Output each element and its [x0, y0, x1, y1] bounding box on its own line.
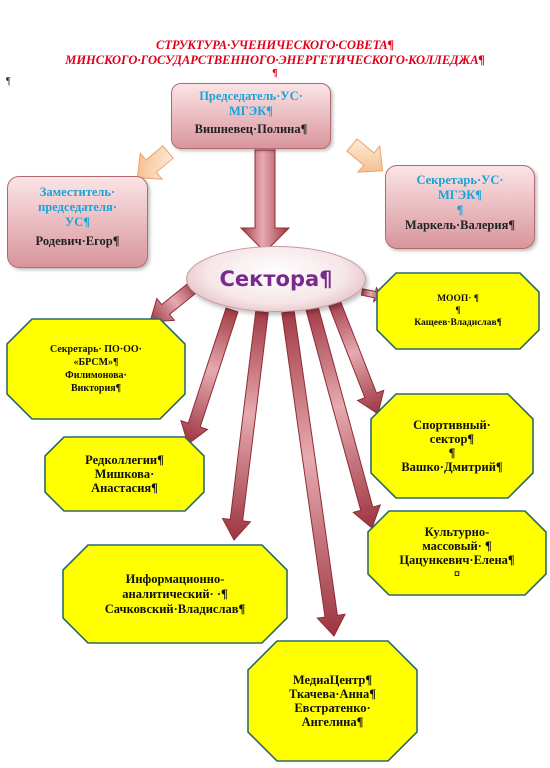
sector-sport-line: ¶: [448, 446, 456, 460]
deputy-role-line3: УС¶: [65, 215, 90, 229]
sector-cultural-line: Культурно-: [424, 525, 490, 539]
secretary-role-line1: Секретарь·УС·: [416, 173, 504, 187]
sector-cultural-line: Цацункевич·Елена¶: [399, 553, 515, 567]
chairman-role-line1: Председатель·УС·: [199, 89, 303, 103]
sector-moop-line: Кащеев·Владислав¶: [414, 318, 502, 328]
sector-sport-line: Вашко·Дмитрий¶: [401, 460, 503, 474]
sector-cultural-line: ¤: [453, 567, 461, 581]
arrow-to-analytics: [221, 310, 269, 541]
sector-cultural-box: Культурно-массовый· ¶Цацункевич·Елена¶¤: [367, 510, 547, 596]
arrow-to-editorial: [180, 307, 239, 445]
title-line-1: СТРУКТУРА·УЧЕНИЧЕСКОГО·СОВЕТА¶: [155, 38, 395, 52]
sector-editorial-box: Редколлегии¶Мишкова·Анастасия¶: [44, 436, 205, 512]
sector-analytics-box: Информационно-аналитический· ·¶Сачковски…: [62, 544, 288, 644]
sector-mediacenter-line: Ангелина¶: [301, 715, 364, 729]
arrow-chairman-to-sectors: [239, 149, 291, 253]
sector-moop-line: ¶: [455, 306, 461, 316]
secretary-box: Секретарь·УС· МГЭК¶ ¶ Маркель·Валерия¶: [385, 165, 535, 249]
sector-editorial-line: Мишкова·: [94, 467, 155, 481]
chairman-role-line2: МГЭК¶: [228, 104, 274, 118]
sector-mediacenter-line: Евстратенко·: [294, 701, 371, 715]
sector-analytics-line: Сачковский·Владислав¶: [104, 601, 246, 616]
sector-brsm-line: Виктория¶: [70, 383, 122, 394]
sector-moop-box: МООП· ¶ ¶ Кащеев·Владислав¶: [376, 272, 540, 350]
deputy-role-line2: председателя·: [38, 200, 117, 214]
deputy-name: Родевич·Егор¶: [35, 234, 120, 248]
secretary-name: Маркель·Валерия¶: [404, 218, 516, 232]
arrow-to-sport: [327, 299, 385, 415]
chairman-name: Вишневец·Полина¶: [194, 122, 308, 136]
sector-cultural-line: массовый· ¶: [422, 539, 492, 553]
octagon-shape: [376, 272, 540, 350]
sector-brsm-box: Секретарь· ПО·ОО· «БРСМ»¶ Филимонова· Викто…: [6, 318, 186, 420]
sector-editorial-line: Редколлегии¶: [85, 453, 164, 467]
deputy-box: Заместитель· председателя· УС¶ Родевич·Е…: [7, 176, 148, 268]
octagon-shape: [367, 510, 547, 596]
stray-paragraph-mark: ¶: [6, 76, 11, 87]
sector-analytics-line: Информационно-: [125, 571, 225, 586]
sector-arrows: [149, 279, 385, 637]
octagon-shape: [44, 436, 205, 512]
octagon-shape: [62, 544, 288, 644]
chairman-box: Председатель·УС· МГЭК¶ Вишневец·Полина¶: [171, 83, 331, 149]
sector-sport-line: сектор¶: [429, 432, 475, 446]
secretary-role-line3: ¶: [456, 203, 464, 217]
sector-mediacenter-line: Ткачева·Анна¶: [289, 687, 376, 701]
title-line-2: МИНСКОГО·ГОСУДАРСТВЕННОГО·ЭНЕРГЕТИЧЕСКОГ…: [65, 53, 485, 67]
octagon-shape: [247, 640, 418, 762]
sector-brsm-line: «БРСМ»¶: [73, 357, 119, 368]
sector-brsm-line: Секретарь· ПО·ОО·: [49, 344, 143, 355]
sector-analytics-line: аналитический· ·¶: [122, 586, 228, 601]
arrow-to-mediacenter: [281, 310, 346, 637]
arrow-to-deputy: [136, 145, 174, 180]
octagon-shape: [370, 393, 534, 499]
sector-mediacenter-box: МедиаЦентр¶Ткачева·Анна¶Евстратенко·Анге…: [247, 640, 418, 762]
sector-editorial-line: Анастасия¶: [91, 481, 158, 495]
sector-sport-box: Спортивный·сектор¶¶Вашко·Дмитрий¶: [370, 393, 534, 499]
sector-sport-line: Спортивный·: [413, 418, 491, 432]
sector-mediacenter-line: МедиаЦентр¶: [292, 673, 373, 687]
sectors-ellipse: Сектора¶: [186, 246, 366, 312]
secretary-role-line2: МГЭК¶: [437, 188, 483, 202]
arrow-to-cultural: [305, 305, 382, 529]
deputy-role-line1: Заместитель·: [39, 185, 116, 199]
title-line-3: ¶: [272, 68, 278, 79]
sectors-label: Сектора¶: [219, 267, 333, 291]
sector-moop-line: МООП· ¶: [437, 294, 479, 304]
arrow-to-secretary: [346, 138, 384, 173]
sector-brsm-line: Филимонова·: [65, 370, 127, 381]
octagon-shape: [6, 318, 186, 420]
